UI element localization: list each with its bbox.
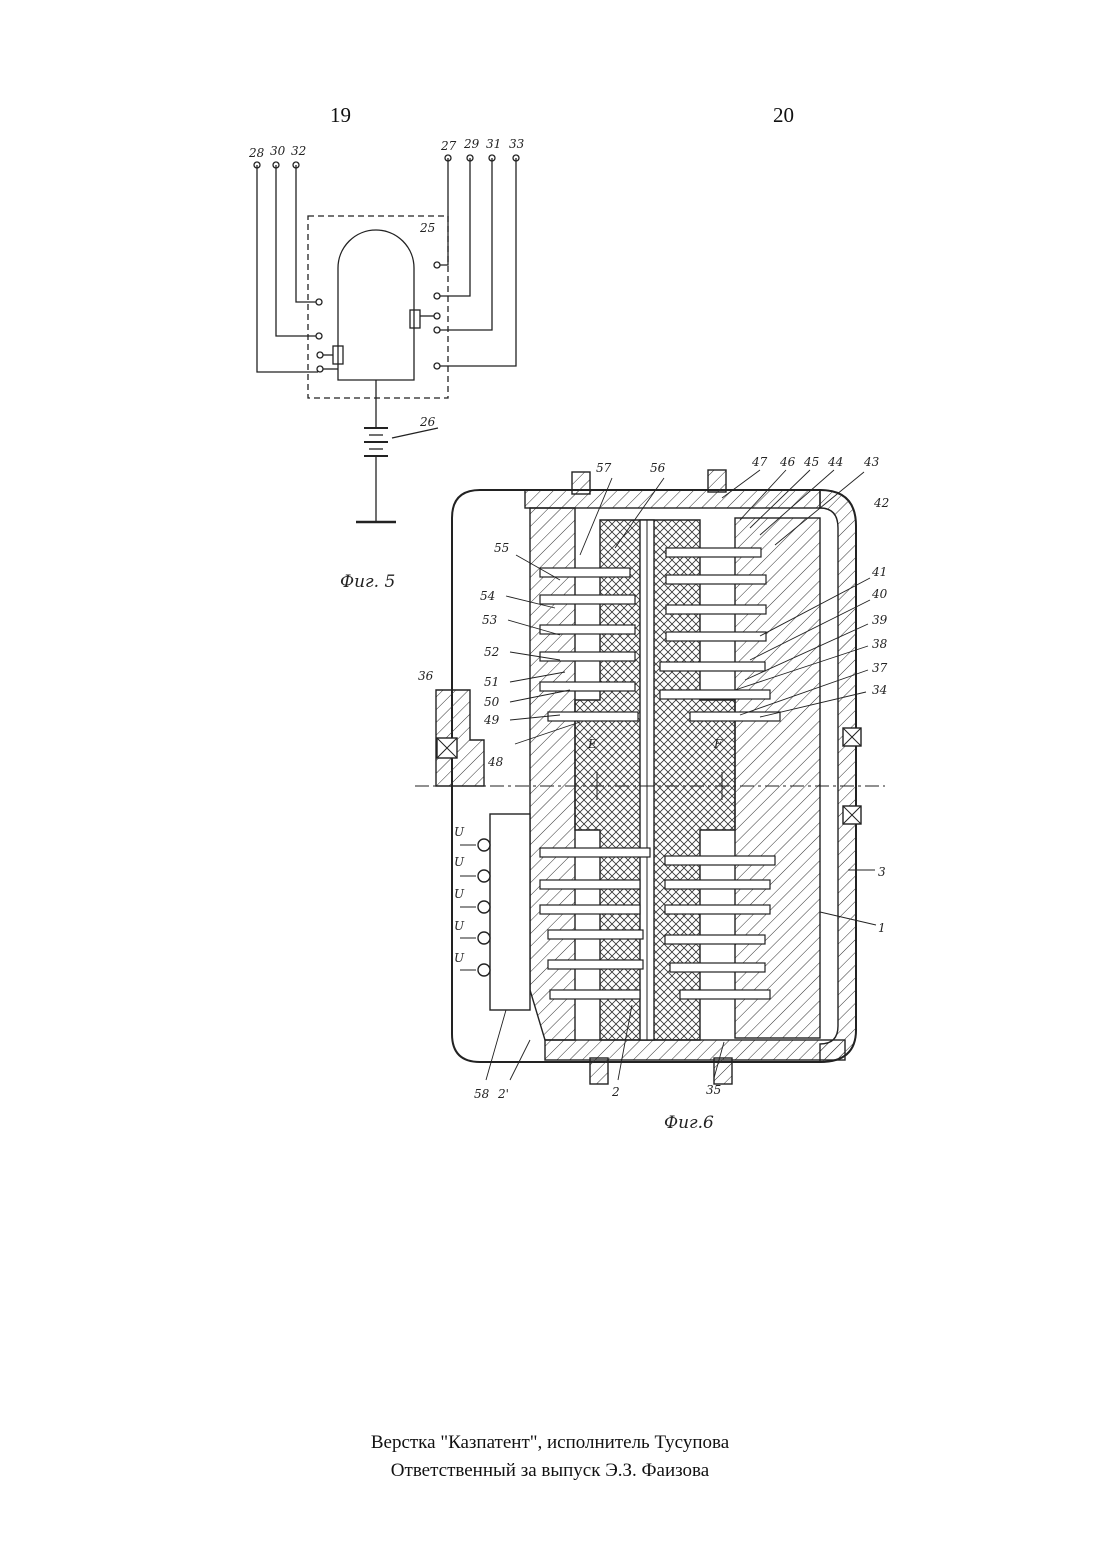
label-F: F: [713, 737, 723, 751]
label-50: 50: [484, 695, 500, 709]
label-45: 45: [803, 455, 819, 469]
label-34: 34: [872, 683, 887, 697]
label-32: 32: [291, 144, 306, 158]
enclosure-25: [308, 216, 448, 398]
figure-6-caption: Фиг.6: [664, 1113, 714, 1133]
label-U4: U: [454, 919, 465, 933]
label-51: 51: [484, 675, 499, 689]
label-38: 38: [872, 637, 888, 651]
label-58: 58: [474, 1087, 490, 1101]
label-37: 37: [872, 661, 888, 675]
label-26: 26: [419, 415, 436, 429]
lamp-body: [338, 230, 414, 380]
label-35: 35: [706, 1083, 721, 1097]
label-56: 56: [650, 461, 666, 475]
figure-6-device: [415, 470, 885, 1084]
label-48: 48: [487, 755, 504, 769]
label-44: 44: [827, 455, 843, 469]
label-U1: U: [454, 825, 465, 839]
label-2-prime: 2': [497, 1087, 509, 1101]
label-42: 42: [873, 496, 889, 510]
label-27: 27: [440, 139, 457, 153]
figure-5-labels: 28 30 32 27 29 31 33 25 26 Фиг. 5: [248, 137, 525, 592]
label-29: 29: [463, 137, 480, 151]
label-47: 47: [751, 455, 768, 469]
label-57: 57: [596, 461, 612, 475]
label-43: 43: [863, 455, 880, 469]
label-53: 53: [482, 613, 498, 627]
label-31: 31: [486, 137, 501, 151]
label-1: 1: [878, 921, 886, 935]
footer-line-1: Верстка "Казпатент", исполнитель Тусупов…: [0, 1432, 1100, 1454]
label-25: 25: [419, 221, 435, 235]
figure-5-circuit: [254, 155, 519, 522]
label-55: 55: [494, 541, 509, 555]
label-28: 28: [248, 146, 265, 160]
label-U5: U: [454, 951, 465, 965]
right-contact-block: [410, 310, 420, 328]
label-33: 33: [509, 137, 525, 151]
label-49: 49: [483, 713, 500, 727]
label-39: 39: [872, 613, 888, 627]
label-3: 3: [878, 865, 886, 879]
label-41: 41: [871, 565, 887, 579]
label-54: 54: [480, 589, 495, 603]
footer-line-2: Ответственный за выпуск Э.З. Фаизова: [0, 1460, 1100, 1482]
label-U3: U: [454, 887, 465, 901]
label-E: E: [587, 737, 597, 751]
figure-5-caption: Фиг. 5: [340, 572, 395, 592]
label-52: 52: [484, 645, 499, 659]
label-2: 2: [611, 1085, 620, 1099]
label-46: 46: [779, 455, 796, 469]
label-36: 36: [418, 669, 434, 683]
label-U2: U: [454, 855, 465, 869]
label-30: 30: [270, 144, 286, 158]
label-40: 40: [871, 587, 888, 601]
